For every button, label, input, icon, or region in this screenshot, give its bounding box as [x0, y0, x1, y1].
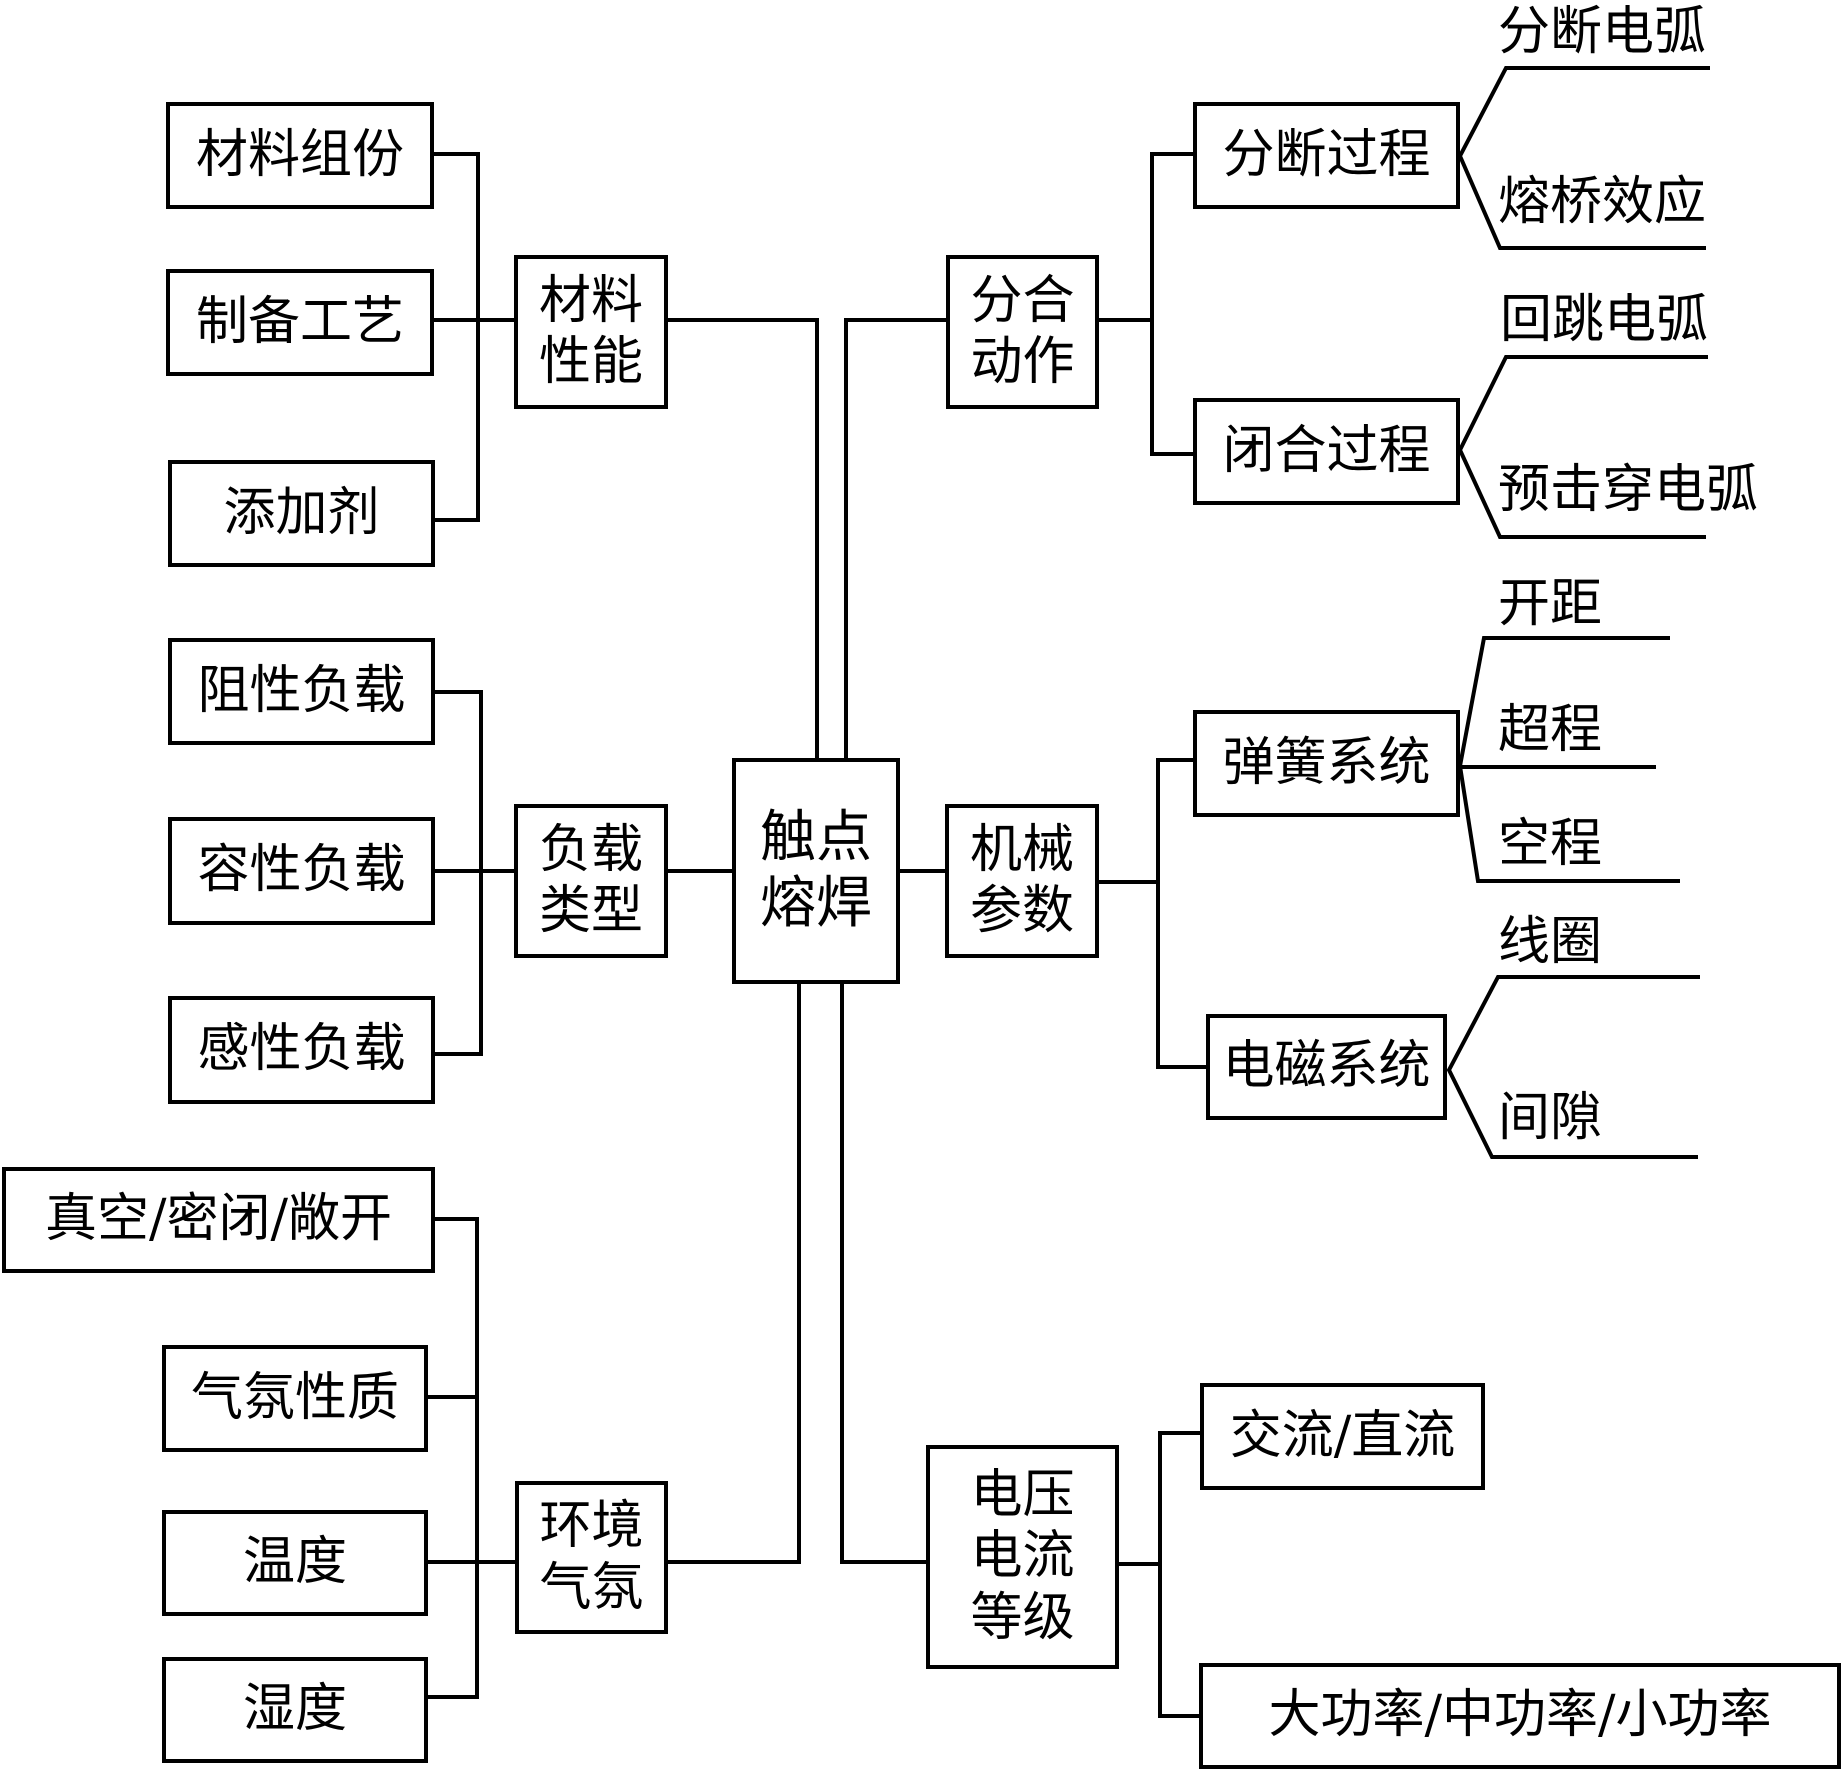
node-voltage-current-rating: 电压 电流 等级 — [926, 1445, 1119, 1669]
node-resistive-load: 阻性负载 — [168, 638, 435, 745]
leaf-molten-bridge-effect: 熔桥效应 — [1498, 172, 1707, 232]
leaf-free-travel: 空程 — [1498, 814, 1603, 874]
node-inductive-load: 感性负载 — [168, 996, 435, 1104]
node-additive: 添加剂 — [168, 460, 435, 567]
leaf-bounce-arc: 回跳电弧 — [1500, 290, 1709, 350]
node-spring-system: 弹簧系统 — [1193, 710, 1460, 817]
connector-break-leaves — [1457, 66, 1710, 250]
node-humidity: 湿度 — [162, 1657, 428, 1763]
node-environment-atmosphere: 环境 气氛 — [515, 1481, 668, 1634]
connector-environment — [428, 1217, 479, 1699]
node-atmosphere-nature: 气氛性质 — [162, 1345, 428, 1452]
leaf-breaking-arc: 分断电弧 — [1498, 2, 1707, 62]
node-power-class: 大功率/中功率/小功率 — [1199, 1663, 1841, 1769]
leaf-contact-gap: 开距 — [1498, 574, 1603, 634]
node-material-properties: 材料 性能 — [514, 255, 668, 409]
connector-root-environment — [668, 984, 801, 1564]
connector-material — [434, 152, 480, 522]
leaf-overtravel: 超程 — [1498, 700, 1603, 760]
node-temperature: 温度 — [162, 1510, 428, 1616]
connector-rating — [1158, 1431, 1200, 1718]
node-mechanical-parameters: 机械 参数 — [945, 804, 1099, 958]
node-capacitive-load: 容性负载 — [168, 817, 435, 925]
node-load-type: 负载 类型 — [514, 804, 668, 958]
leaf-coil: 线圈 — [1498, 912, 1603, 972]
node-breaking-process: 分断过程 — [1193, 102, 1460, 209]
connector-action — [1150, 152, 1193, 456]
leaf-pre-breakdown-arc: 预击穿电弧 — [1498, 460, 1759, 520]
node-preparation-process: 制备工艺 — [166, 269, 434, 376]
node-open-close-action: 分合 动作 — [946, 255, 1099, 409]
connector-magnetic-leaves — [1446, 975, 1700, 1159]
connector-close-leaves — [1457, 355, 1708, 539]
node-vacuum-sealed-open: 真空/密闭/敞开 — [2, 1167, 435, 1273]
node-ac-dc: 交流/直流 — [1200, 1383, 1485, 1490]
node-closing-process: 闭合过程 — [1193, 398, 1460, 505]
connector-action-root — [844, 318, 946, 758]
root-node-contact-welding: 触点 熔焊 — [732, 758, 900, 984]
connector-mechanical — [1156, 758, 1206, 1069]
node-electromagnetic-system: 电磁系统 — [1206, 1014, 1447, 1120]
leaf-air-gap: 间隙 — [1498, 1088, 1603, 1148]
connector-material-root — [668, 318, 819, 758]
node-material-composition: 材料组份 — [166, 102, 434, 209]
connector-root-rating — [840, 984, 926, 1564]
